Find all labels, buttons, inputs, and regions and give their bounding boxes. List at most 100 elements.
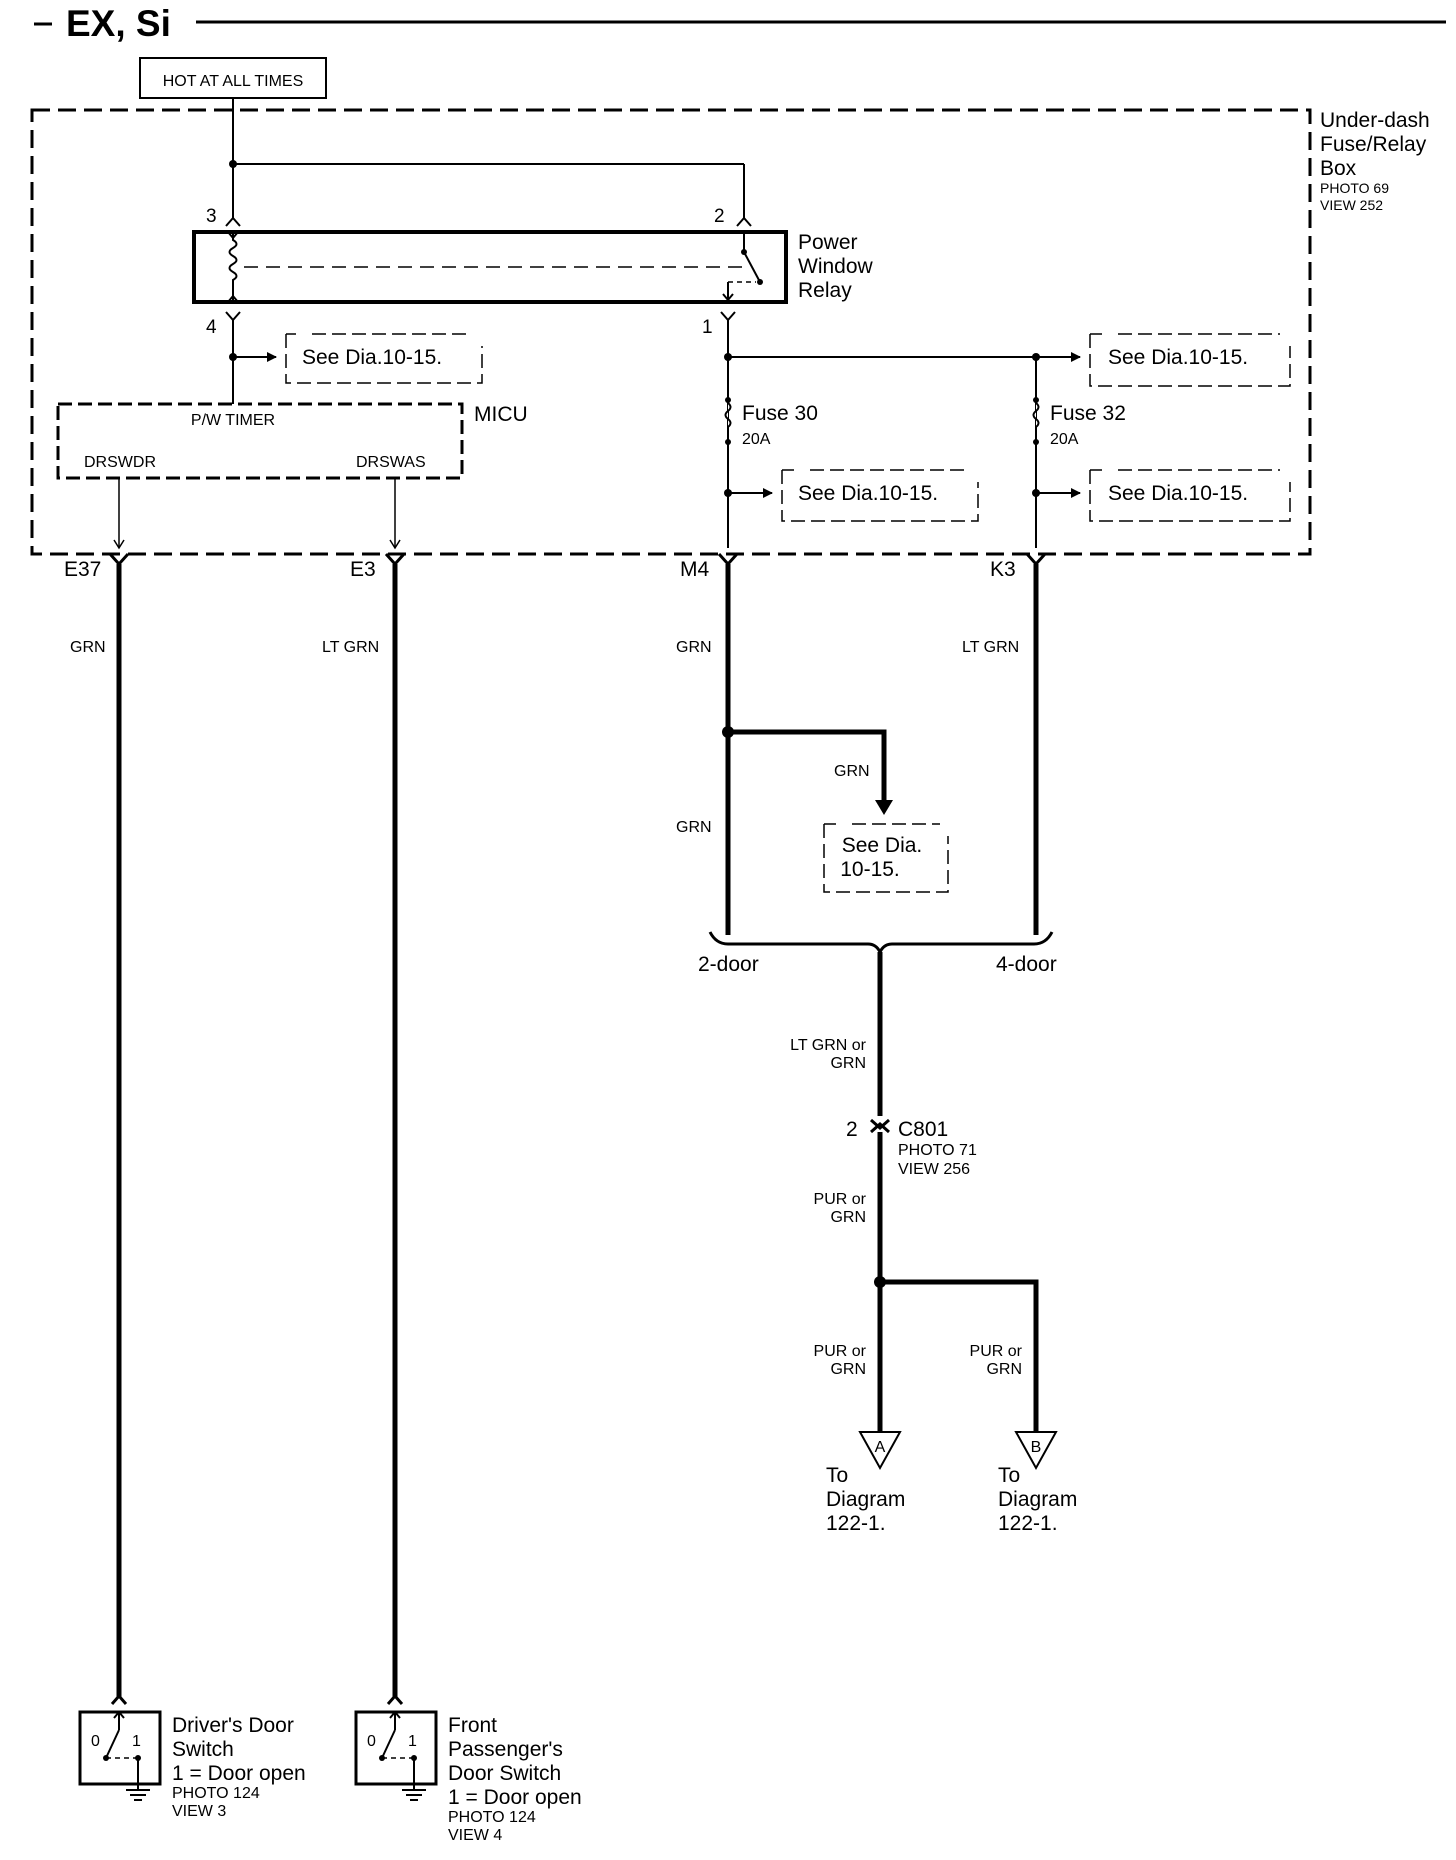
passenger-switch-connector xyxy=(386,1693,404,1705)
relay-pin4-connector xyxy=(225,311,241,322)
wire-b-color-1: PUR or xyxy=(970,1343,1023,1360)
fuse-box-label-1: Under-dash xyxy=(1320,109,1430,132)
passenger-switch-blade xyxy=(381,1729,396,1759)
driver-switch-view: VIEW 3 xyxy=(172,1803,226,1820)
fuse32-rating: 20A xyxy=(1050,431,1079,448)
fuse30-name: Fuse 30 xyxy=(742,402,818,425)
fuse-box-photo: PHOTO 69 xyxy=(1320,180,1389,196)
wire-k3-color: LT GRN xyxy=(962,639,1019,656)
micu-box xyxy=(56,402,464,480)
terminal-m4: M4 xyxy=(680,558,709,581)
see-dia-box-splice xyxy=(823,823,949,893)
offpage-b-line3: 122-1. xyxy=(998,1512,1058,1535)
relay-label-3: Relay xyxy=(798,279,852,302)
see-dia-splice-line2: 10-15. xyxy=(840,858,900,881)
passenger-switch-line3: Door Switch xyxy=(448,1762,561,1785)
driver-switch-pos1: 1 xyxy=(132,1733,141,1750)
wire-e37-color: GRN xyxy=(70,639,106,656)
c801-view: VIEW 256 xyxy=(898,1161,970,1178)
wire-e3-color: LT GRN xyxy=(322,639,379,656)
wire-a-color-1: PUR or xyxy=(814,1343,867,1360)
terminal-e3: E3 xyxy=(350,558,376,581)
wire-a-color-2: GRN xyxy=(830,1361,866,1378)
fuse-30 xyxy=(724,402,732,428)
passenger-switch-pos1: 1 xyxy=(408,1733,417,1750)
fuse-box-label-2: Fuse/Relay xyxy=(1320,133,1427,156)
trunk-lower-color-1: PUR or xyxy=(814,1191,867,1208)
pw-timer-label: P/W TIMER xyxy=(191,412,275,429)
driver-switch-connector xyxy=(110,1693,128,1705)
c801-pin: 2 xyxy=(846,1118,858,1141)
see-dia-splice-line1: See Dia. xyxy=(842,834,923,857)
see-dia-relay-text: See Dia.10-15. xyxy=(302,346,442,369)
fuse-32 xyxy=(1032,402,1040,428)
passenger-switch-line4: 1 = Door open xyxy=(448,1786,582,1809)
passenger-switch-line1: Front xyxy=(448,1714,497,1737)
wire-b-color-2: GRN xyxy=(986,1361,1022,1378)
relay-pin3-label: 3 xyxy=(206,206,217,227)
relay-coil xyxy=(228,232,238,302)
drswdr-label: DRSWDR xyxy=(84,454,156,471)
see-dia-box-fuse30 xyxy=(781,469,979,522)
trunk-color-1: LT GRN or xyxy=(790,1037,867,1054)
variant-4-door: 4-door xyxy=(996,953,1057,976)
k3-connector xyxy=(1025,552,1047,567)
offpage-b-line2: Diagram xyxy=(998,1488,1077,1511)
trunk-color-2: GRN xyxy=(830,1055,866,1072)
wire-m4-lower-color: GRN xyxy=(676,819,712,836)
driver-switch-blade xyxy=(105,1729,120,1759)
relay-pin1-connector xyxy=(720,311,736,322)
wire-m4-color: GRN xyxy=(676,639,712,656)
fuse-box-boundary xyxy=(30,108,1312,556)
driver-switch-line1: Driver's Door xyxy=(172,1714,294,1737)
variant-bracket xyxy=(708,931,1054,956)
see-dia-box-fuse32 xyxy=(1089,469,1291,522)
driver-switch-photo: PHOTO 124 xyxy=(172,1785,260,1802)
driver-switch-line3: 1 = Door open xyxy=(172,1762,306,1785)
passenger-switch-line2: Passenger's xyxy=(448,1738,563,1761)
offpage-a-line3: 122-1. xyxy=(826,1512,886,1535)
offpage-a-line2: Diagram xyxy=(826,1488,905,1511)
passenger-switch-pos0: 0 xyxy=(367,1733,376,1750)
see-dia-fuse30-text: See Dia.10-15. xyxy=(798,482,938,505)
fuse32-name: Fuse 32 xyxy=(1050,402,1126,425)
hot-at-all-times-label: HOT AT ALL TIMES xyxy=(163,73,304,90)
terminal-e37: E37 xyxy=(64,558,101,581)
see-dia-box-top-right xyxy=(1089,333,1291,387)
fuse-box-view: VIEW 252 xyxy=(1320,197,1383,213)
relay-pin4-label: 4 xyxy=(206,317,217,338)
driver-switch-pos0: 0 xyxy=(91,1733,100,1750)
passenger-switch-photo: PHOTO 124 xyxy=(448,1809,536,1826)
fuse-box-label-3: Box xyxy=(1320,157,1357,180)
relay-label-2: Window xyxy=(798,255,874,278)
offpage-b-line1: To xyxy=(998,1464,1020,1487)
power-window-relay xyxy=(192,230,788,304)
offpage-b-letter: B xyxy=(1031,1439,1042,1456)
offpage-a-letter: A xyxy=(875,1439,886,1456)
passenger-switch-view: VIEW 4 xyxy=(448,1827,502,1844)
c801-photo: PHOTO 71 xyxy=(898,1142,977,1159)
offpage-b-icon xyxy=(1014,1431,1058,1471)
splice-branch-color: GRN xyxy=(834,763,870,780)
relay-pin2-label: 2 xyxy=(714,206,725,227)
micu-label: MICU xyxy=(474,403,528,426)
offpage-a-line1: To xyxy=(826,1464,848,1487)
relay-pin3-connector xyxy=(225,216,241,227)
relay-pin2-connector xyxy=(736,216,752,227)
drswas-label: DRSWAS xyxy=(356,454,426,471)
see-dia-fuse32-text: See Dia.10-15. xyxy=(1108,482,1248,505)
driver-switch-line2: Switch xyxy=(172,1738,234,1761)
terminal-k3: K3 xyxy=(990,558,1016,581)
offpage-a-icon xyxy=(858,1431,902,1471)
see-dia-box-relay xyxy=(285,333,483,384)
variant-2-door: 2-door xyxy=(698,953,759,976)
relay-pin1-label: 1 xyxy=(702,317,713,338)
trunk-lower-color-2: GRN xyxy=(830,1209,866,1226)
page-title: EX, Si xyxy=(66,3,171,44)
c801-name: C801 xyxy=(898,1118,948,1141)
c801-connector xyxy=(870,1118,890,1131)
fuse30-rating: 20A xyxy=(742,431,771,448)
see-dia-top-right-text: See Dia.10-15. xyxy=(1108,346,1248,369)
